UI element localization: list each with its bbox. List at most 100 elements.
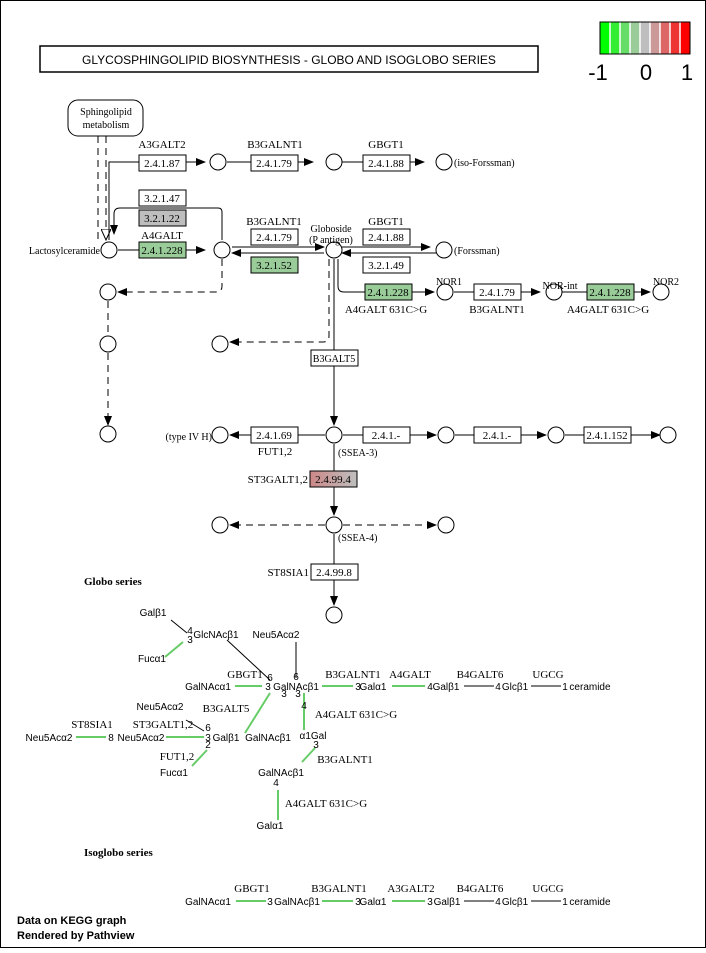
node-nor2[interactable] (652, 283, 670, 301)
glycan-ugcg: UGCG (532, 669, 563, 681)
glycan-fuca1-top: Fucα1 (138, 654, 166, 665)
node-right-3[interactable] (659, 426, 677, 444)
enzyme-box-2-4-1-79-top[interactable] (250, 154, 299, 172)
node-type-iv-h[interactable] (211, 426, 229, 444)
node-top-1[interactable] (209, 153, 227, 171)
glycan-galb1-chain: Galβ1 (213, 733, 240, 744)
legend-swatch (640, 22, 650, 54)
node-ssea3[interactable] (325, 426, 343, 444)
node-bottom[interactable] (325, 606, 343, 624)
label-nor2: NOR2 (653, 277, 679, 288)
glycan-n3d: 3 (281, 689, 287, 700)
enzyme-3-2-1-22: 3.2.1.22 (144, 213, 180, 225)
node-ssea4-left[interactable] (211, 516, 229, 534)
enzyme-box-3-2-1-22[interactable] (138, 209, 187, 227)
glycan-n4: 4 (187, 626, 193, 637)
compound-nodes (99, 153, 677, 624)
label-nor-int: NOR-int (543, 281, 578, 292)
enzyme-2-4-1-152: 2.4.1.152 (586, 430, 627, 442)
enzyme-box-2-4-1-87[interactable] (138, 154, 187, 172)
glycan-n3a: 3 (187, 635, 193, 646)
enzyme-box-2-4-1-dash-b[interactable] (473, 426, 522, 444)
enzyme-2-4-1-79-mid: 2.4.1.79 (256, 232, 292, 244)
edge-globo-nor1 (337, 259, 435, 296)
enzyme-box-2-4-1-228-a[interactable] (138, 241, 187, 259)
enzyme-2-4-1-88-mid: 2.4.1.88 (368, 232, 404, 244)
enzyme-box-2-4-1-228-c[interactable] (586, 283, 635, 301)
iso-b4galt6: B4GALT6 (457, 883, 504, 895)
node-right-1[interactable] (437, 426, 455, 444)
legend-mid-label: 0 (640, 60, 652, 85)
enzyme-box-2-4-1-69[interactable] (250, 426, 299, 444)
enzyme-box-2-4-1-dash-a[interactable] (362, 426, 411, 444)
enzyme-box-2-4-1-88-top[interactable] (362, 154, 411, 172)
node-globo-dash[interactable] (211, 335, 229, 353)
enzyme-box-b3galt5[interactable] (310, 349, 359, 367)
iso-gbgt1: GBGT1 (234, 883, 269, 895)
gene-a4galt-631-b: A4GALT 631C>G (567, 304, 649, 316)
glycan-neu5aca2-chain: Neu5Acα2 (118, 733, 165, 744)
glycan-a4galt631-b: A4GALT 631C>G (285, 798, 367, 810)
node-right-2[interactable] (547, 426, 565, 444)
section-isoglobo: Isoglobo series (84, 847, 153, 859)
glycan-gala1-b: Galα1 (257, 821, 284, 832)
glycan-n4b: 4 (427, 682, 433, 693)
glycan-n4e: 4 (273, 778, 279, 789)
node-globoside[interactable] (325, 241, 343, 259)
node-nor-int[interactable] (545, 283, 563, 301)
edge-dash-a4galt (117, 259, 223, 296)
glycan-galb1: Galβ1 (140, 608, 167, 619)
node-forssman[interactable] (435, 241, 453, 259)
isoglobo-glycan-structure: GBGT1 B3GALNT1 A3GALT2 B4GALT6 UGCG GalN… (185, 883, 611, 908)
iso-n4: 4 (495, 897, 501, 908)
glycan-a1gal: α1Gal (300, 731, 327, 742)
label-ssea3: (SSEA-3) (338, 448, 377, 459)
iso-n1: 1 (562, 897, 568, 908)
label-globoside: Globoside (310, 224, 352, 235)
glycan-gala1: Galα1 (360, 682, 387, 693)
node-lactosylceramide[interactable] (100, 241, 118, 259)
iso-n3b: 3 (355, 897, 361, 908)
node-left-2[interactable] (99, 335, 117, 353)
enzyme-box-3-2-1-49[interactable] (362, 256, 411, 274)
node-left-3[interactable] (99, 425, 117, 443)
glycan-b3galt5: B3GALT5 (203, 703, 250, 715)
glycan-galnaca1: GalNAcα1 (185, 682, 231, 693)
node-left-1[interactable] (99, 283, 117, 301)
gene-gbgt1-mid: GBGT1 (368, 216, 403, 228)
node-iso-forssman[interactable] (435, 153, 453, 171)
node-nor1[interactable] (436, 283, 454, 301)
enzyme-box-2-4-1-88-mid[interactable] (362, 228, 411, 246)
enzyme-box-3-2-1-52[interactable] (250, 256, 299, 274)
node-a4galt-product[interactable] (213, 241, 231, 259)
node-ssea4[interactable] (325, 516, 343, 534)
label-p-antigen: (P antigen) (309, 235, 353, 246)
enzyme-box-2-4-1-79-nor[interactable] (473, 283, 522, 301)
enzyme-box-2-4-99-4[interactable] (309, 470, 358, 488)
gene-st8sia1: ST8SIA1 (267, 567, 309, 579)
enzyme-2-4-1-69: 2.4.1.69 (256, 430, 292, 442)
node-top-2[interactable] (325, 153, 343, 171)
node-ssea4-right[interactable] (437, 516, 455, 534)
enzyme-2-4-1-79-nor: 2.4.1.79 (479, 287, 515, 299)
legend-swatch (670, 22, 680, 54)
edge-reverse-loop (110, 207, 223, 240)
glycan-n1: 1 (562, 682, 568, 693)
gene-fut12: FUT1,2 (258, 446, 293, 458)
enzyme-box-2-4-99-8[interactable] (310, 563, 359, 581)
enzyme-box-2-4-1-79-mid[interactable] (250, 228, 299, 246)
enzyme-box-2-4-1-152[interactable] (583, 426, 632, 444)
enzyme-box-2-4-1-228-b[interactable] (364, 283, 413, 301)
glycan-n3g: 3 (313, 740, 319, 751)
glycan-n4c: 4 (495, 682, 501, 693)
title-box (39, 45, 539, 73)
gene-b3galnt1-top: B3GALNT1 (247, 139, 303, 151)
enzyme-2-4-1-dash-a: 2.4.1.- (372, 430, 401, 442)
gene-b3galnt1-nor: B3GALNT1 (469, 304, 525, 316)
link-b3galnt1-b (301, 747, 316, 763)
enzyme-box-3-2-1-47[interactable] (138, 189, 187, 207)
enzyme-2-4-99-4: 2.4.99.4 (315, 474, 351, 486)
legend-swatch (680, 22, 690, 54)
gene-b3galnt1-mid: B3GALNT1 (246, 216, 302, 228)
